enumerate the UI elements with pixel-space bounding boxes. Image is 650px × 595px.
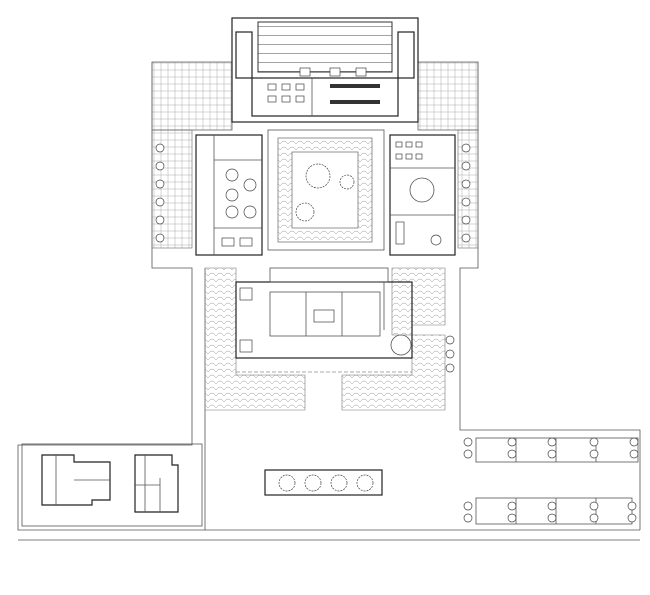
tree-icon: [339, 174, 355, 190]
parking-upper: [463, 437, 639, 463]
parking-lower: [463, 497, 637, 525]
tree-row-left: [155, 143, 165, 243]
annex-building-1: [41, 454, 111, 506]
left-wing: [195, 134, 263, 256]
paving-left: [204, 267, 306, 411]
planter-with-trees: [264, 469, 383, 496]
site-boundary: [17, 62, 641, 541]
tree-row-right: [445, 143, 471, 373]
tree-icon: [295, 202, 315, 222]
main-hall-building: [231, 17, 419, 123]
terrace-left: [151, 61, 233, 131]
central-courtyard: [267, 129, 385, 251]
tree-icon: [305, 163, 331, 189]
annex-building-2: [134, 454, 179, 513]
right-wing: [389, 134, 456, 256]
terrace-right: [417, 61, 479, 131]
reception-building: [235, 267, 413, 373]
